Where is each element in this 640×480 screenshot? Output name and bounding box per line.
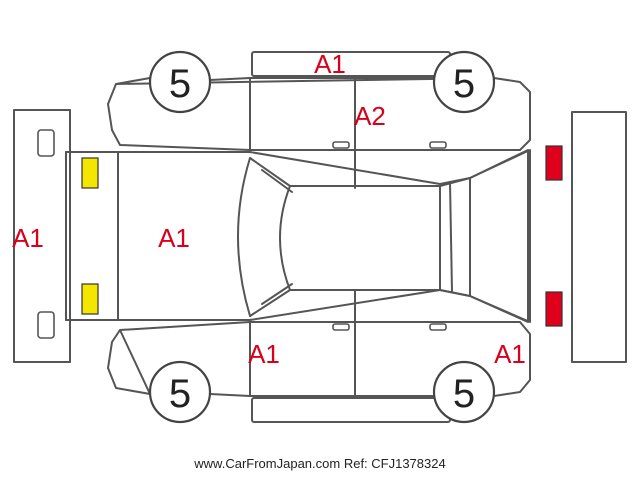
front-lamp-bottom	[81, 283, 99, 315]
marking-front-bumper: A1	[12, 223, 44, 253]
wheel-rear-right: 5	[432, 360, 496, 424]
rear-lamp-top	[545, 145, 563, 181]
front-lamp-top	[81, 157, 99, 189]
marking-hood: A1	[158, 223, 190, 253]
wheel-label: 5	[169, 62, 191, 106]
marking-left-side-top: A1	[314, 49, 346, 79]
car-body	[65, 51, 531, 423]
wheel-front-left: 5	[148, 50, 212, 114]
rear-lamp-bottom	[545, 291, 563, 327]
watermark-footer: www.CarFromJapan.com Ref: CFJ1378324	[194, 456, 446, 471]
rear-bumper	[571, 111, 627, 363]
marking-left-side-door: A2	[354, 101, 386, 131]
wheel-front-right: 5	[148, 360, 212, 424]
marking-right-side-rear: A1	[494, 339, 526, 369]
wheel-label: 5	[453, 62, 475, 106]
wheel-label: 5	[453, 372, 475, 416]
marking-right-side-front: A1	[248, 339, 280, 369]
front-bumper	[13, 109, 71, 363]
wheel-rear-left: 5	[432, 50, 496, 114]
wheel-label: 5	[169, 372, 191, 416]
